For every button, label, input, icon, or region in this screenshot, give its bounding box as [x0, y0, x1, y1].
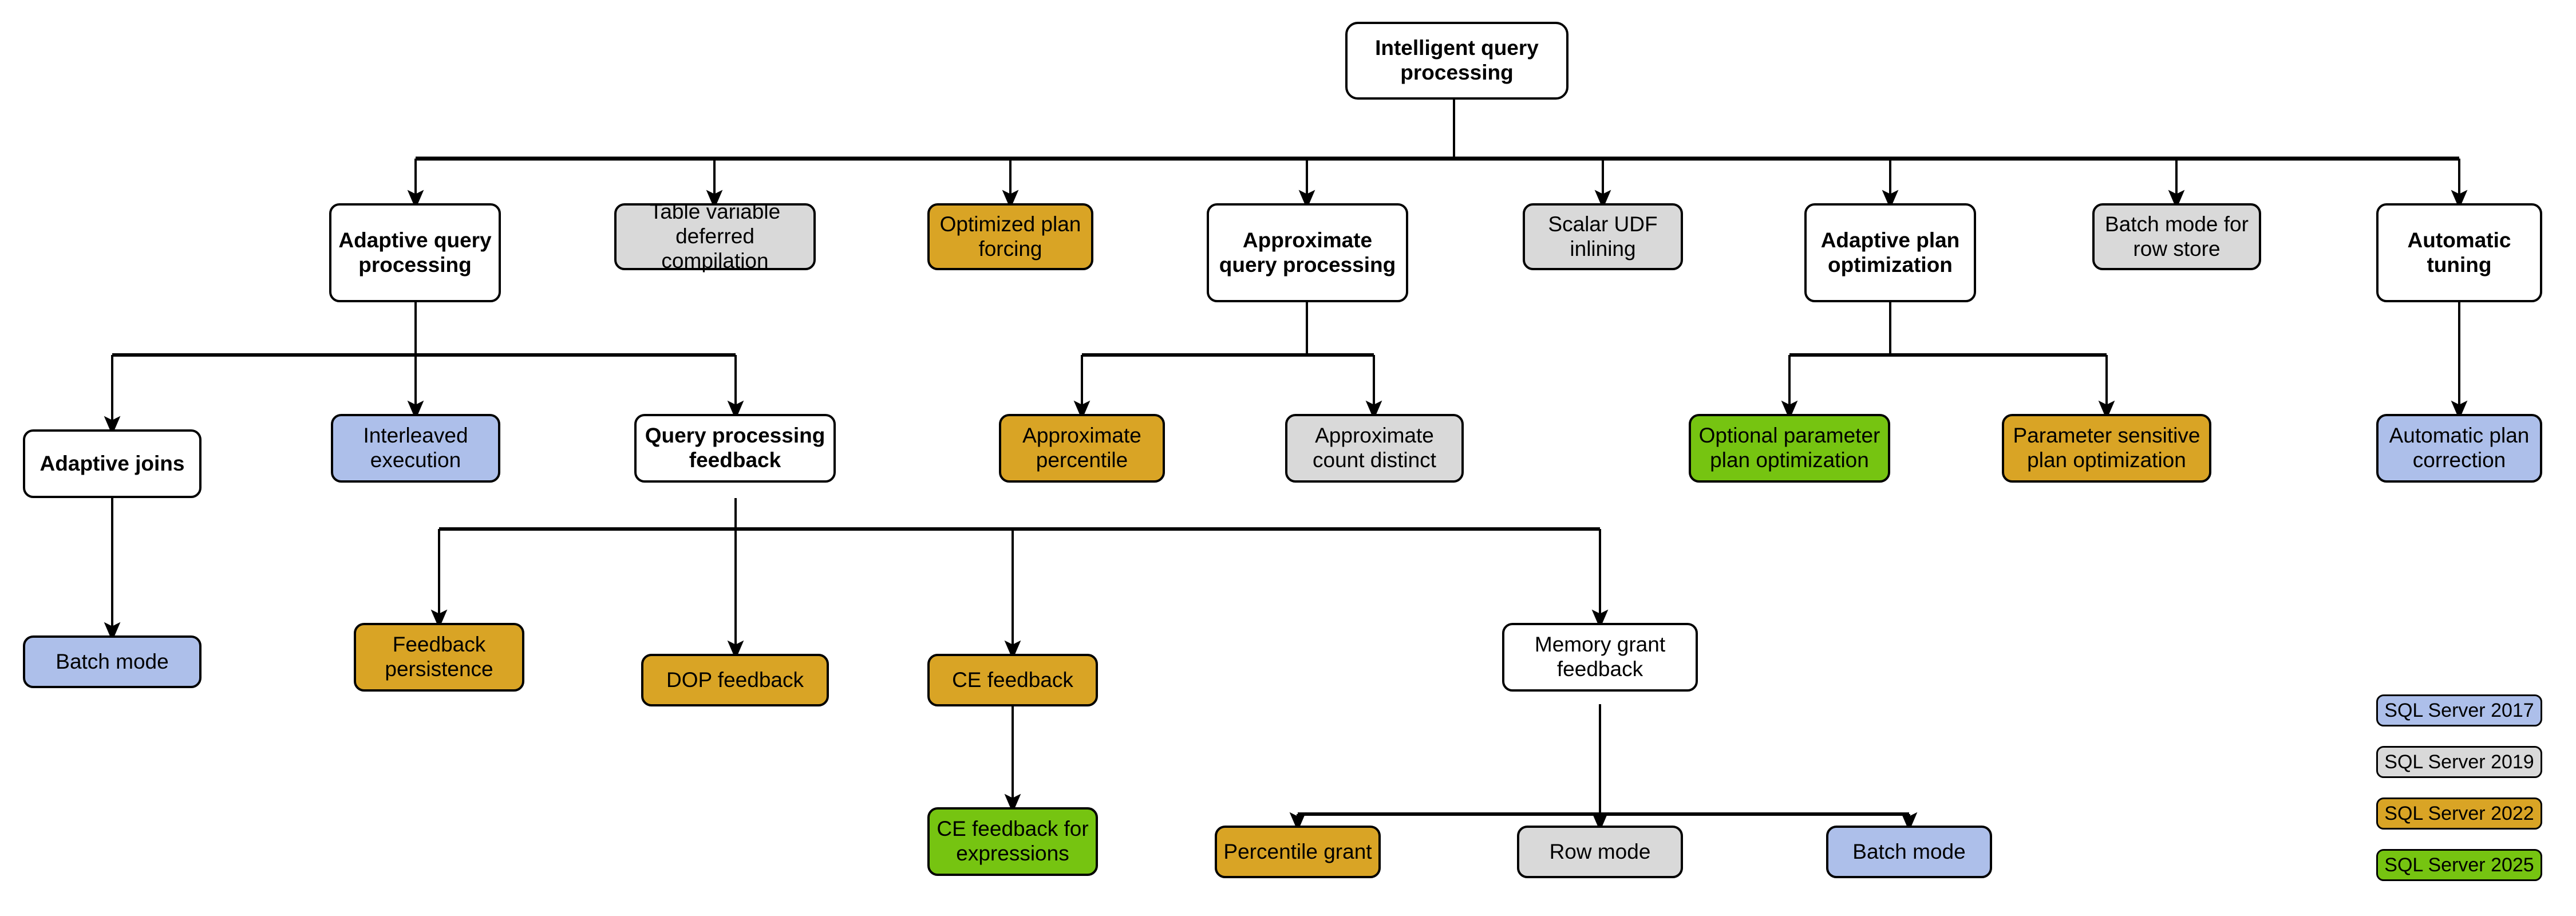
legend-item-sql-server-2017: SQL Server 2017	[2376, 694, 2542, 727]
node-table-variable-deferred-compilation[interactable]: Table variable deferred compilation	[614, 200, 816, 273]
node-intelligent-query-processing[interactable]: Intelligent query processing	[1345, 22, 1568, 100]
node-batch-mode-adaptive-joins[interactable]: Batch mode	[23, 635, 202, 688]
legend-item-sql-server-2025: SQL Server 2025	[2376, 849, 2542, 881]
node-automatic-tuning[interactable]: Automatic tuning	[2376, 203, 2542, 302]
node-query-processing-feedback[interactable]: Query processing feedback	[634, 414, 836, 483]
node-ce-feedback-for-expressions[interactable]: CE feedback for expressions	[927, 807, 1098, 876]
node-adaptive-query-processing[interactable]: Adaptive query processing	[329, 203, 501, 302]
node-dop-feedback[interactable]: DOP feedback	[641, 654, 829, 706]
node-adaptive-plan-optimization[interactable]: Adaptive plan optimization	[1804, 203, 1976, 302]
node-batch-mode-memory-grant[interactable]: Batch mode	[1826, 826, 1992, 878]
node-memory-grant-feedback[interactable]: Memory grant feedback	[1502, 623, 1698, 692]
node-interleaved-execution[interactable]: Interleaved execution	[331, 414, 500, 483]
node-approximate-percentile[interactable]: Approximate percentile	[999, 414, 1165, 483]
node-percentile-grant[interactable]: Percentile grant	[1215, 826, 1381, 878]
legend-item-sql-server-2022: SQL Server 2022	[2376, 797, 2542, 830]
node-optional-parameter-plan-optimization[interactable]: Optional parameter plan optimization	[1689, 414, 1890, 483]
node-optimized-plan-forcing[interactable]: Optimized plan forcing	[927, 203, 1093, 270]
legend-item-sql-server-2019: SQL Server 2019	[2376, 746, 2542, 778]
node-feedback-persistence[interactable]: Feedback persistence	[354, 623, 524, 692]
node-scalar-udf-inlining[interactable]: Scalar UDF inlining	[1523, 203, 1683, 270]
node-row-mode[interactable]: Row mode	[1517, 826, 1683, 878]
node-adaptive-joins[interactable]: Adaptive joins	[23, 429, 202, 498]
node-approximate-count-distinct[interactable]: Approximate count distinct	[1285, 414, 1464, 483]
node-batch-mode-for-row-store[interactable]: Batch mode for row store	[2092, 203, 2261, 270]
node-parameter-sensitive-plan-optimization[interactable]: Parameter sensitive plan optimization	[2002, 414, 2211, 483]
node-approximate-query-processing[interactable]: Approximate query processing	[1207, 203, 1408, 302]
node-automatic-plan-correction[interactable]: Automatic plan correction	[2376, 414, 2542, 483]
node-ce-feedback[interactable]: CE feedback	[927, 654, 1098, 706]
